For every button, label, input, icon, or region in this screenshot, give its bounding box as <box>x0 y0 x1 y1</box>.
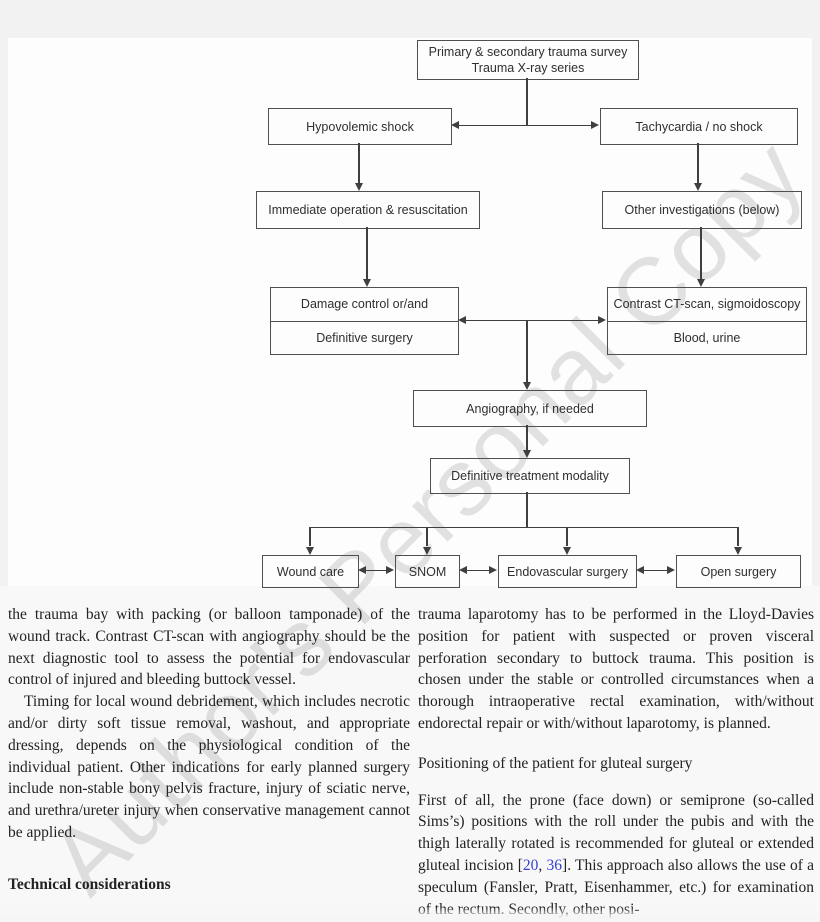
paragraph: First of all, the prone (face down) or s… <box>418 790 814 921</box>
contrast-ct-cell: Contrast CT-scan, sigmoidoscopy <box>613 297 801 312</box>
connector-line <box>643 569 668 571</box>
arrowhead <box>733 547 742 555</box>
arrowhead <box>459 565 467 574</box>
arrowhead <box>458 315 466 324</box>
page-bottom-fade <box>0 907 820 922</box>
paragraph-text: First of all, the prone (face down) or s… <box>418 791 814 874</box>
arrowhead <box>522 382 531 390</box>
arrowhead <box>422 547 431 555</box>
flowchart-node-wound-care: Wound care <box>262 555 359 588</box>
connector-line <box>526 320 528 383</box>
arrowhead <box>451 120 459 129</box>
text-region-background <box>0 586 820 922</box>
connector-line <box>364 569 388 571</box>
flowchart-node-trauma-survey: Primary & secondary trauma survey Trauma… <box>417 40 639 80</box>
arrowhead <box>362 279 371 287</box>
citation-separator: , <box>538 856 547 874</box>
arrowhead <box>598 315 606 324</box>
flowchart-node-angiography: Angiography, if needed <box>413 390 647 427</box>
connector-line <box>526 492 528 528</box>
citation-link-20[interactable]: 20 <box>522 856 539 874</box>
connector-line <box>526 78 528 125</box>
paragraph: trauma laparotomy has to be performed in… <box>418 606 814 732</box>
blood-urine-cell: Blood, urine <box>608 320 806 355</box>
connector-line <box>426 527 428 546</box>
paragraph: the trauma bay with packing (or balloon … <box>8 606 410 689</box>
connector-line <box>366 227 368 280</box>
damage-control-cell: Damage control or/and <box>300 297 429 312</box>
flowchart-node-other-investigations: Other investigations (below) <box>602 191 802 229</box>
section-heading-technical-considerations: Technical considerations <box>8 875 171 893</box>
flowchart-node-snom: SNOM <box>395 555 460 588</box>
definitive-surgery-cell: Definitive surgery <box>271 320 458 355</box>
connector-line <box>466 569 490 571</box>
flowchart-node-endovascular-surgery: Endovascular surgery <box>498 555 637 588</box>
connector-line <box>358 143 360 184</box>
arrowhead <box>636 565 644 574</box>
arrowhead <box>358 565 366 574</box>
flowchart-node-hypovolemic-shock: Hypovolemic shock <box>268 108 452 145</box>
arrowhead <box>562 547 571 555</box>
figure-panel <box>8 38 812 586</box>
connector-line <box>700 227 702 280</box>
right-text-column: trauma laparotomy has to be performed in… <box>418 604 814 920</box>
flowchart-node-damage-control: Damage control or/and Definitive surgery <box>270 287 459 355</box>
arrowhead <box>696 279 705 287</box>
trauma-survey-line2: Trauma X-ray series <box>471 61 585 75</box>
section-heading-positioning: Positioning of the patient for gluteal s… <box>418 754 693 772</box>
arrowhead <box>489 565 497 574</box>
flowchart-node-open-surgery: Open surgery <box>676 555 801 588</box>
left-text-column: the trauma bay with packing (or balloon … <box>8 604 410 896</box>
citation-link-36[interactable]: 36 <box>546 856 563 874</box>
connector-line <box>697 143 699 184</box>
connector-line <box>566 527 568 546</box>
arrowhead <box>522 450 531 458</box>
connector-line <box>466 319 598 321</box>
arrowhead <box>693 183 702 191</box>
connector-line <box>309 526 738 528</box>
arrowhead <box>305 547 314 555</box>
arrowhead <box>667 565 675 574</box>
paragraph: Timing for local wound debridement, whic… <box>8 693 410 841</box>
connector-line <box>526 425 528 451</box>
flowchart-node-definitive-treatment: Definitive treatment modality <box>430 458 630 494</box>
arrowhead <box>591 120 599 129</box>
connector-line <box>309 527 311 546</box>
trauma-survey-line1: Primary & secondary trauma survey <box>428 45 628 59</box>
arrowhead <box>354 183 363 191</box>
connector-line <box>737 527 739 546</box>
flowchart-node-contrast-ct: Contrast CT-scan, sigmoidoscopy Blood, u… <box>607 287 807 355</box>
flowchart-node-immediate-operation: Immediate operation & resuscitation <box>256 191 480 229</box>
connector-line <box>459 124 596 126</box>
arrowhead <box>386 565 394 574</box>
flowchart-node-tachycardia: Tachycardia / no shock <box>600 108 798 145</box>
